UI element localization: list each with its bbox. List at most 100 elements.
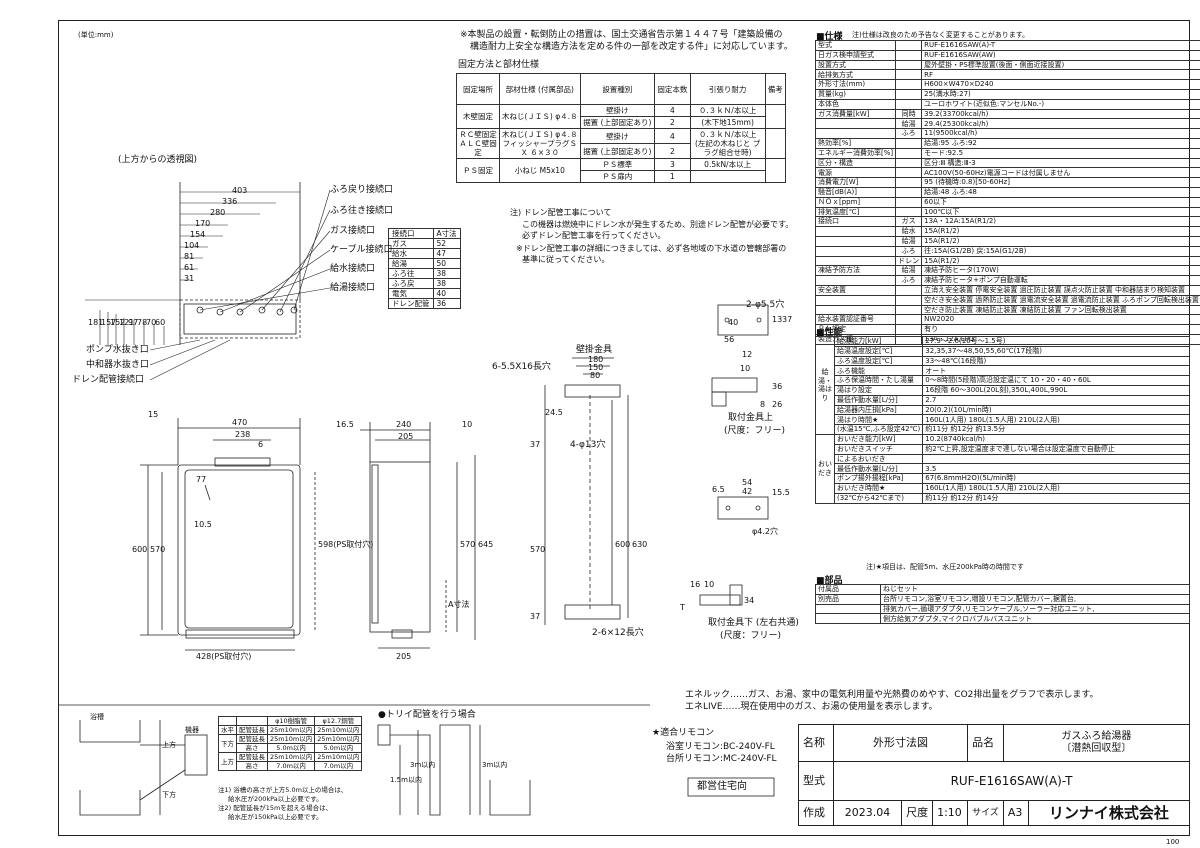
spec-value: 32,35,37～48,50,55,60℃(17段階)	[922, 345, 1190, 357]
spec-label	[815, 613, 881, 625]
spec-label	[814, 118, 897, 130]
bracket-label: 4-φ13穴	[570, 440, 606, 450]
spec-label: 設置方式	[814, 59, 897, 71]
spec-label: おいだきスイッチ	[833, 443, 924, 455]
spec-value: 約11分 約12分 約13.5分	[922, 424, 1190, 435]
product-value-line: 〔潜熱回収型〕	[1061, 743, 1132, 755]
spec-sublabel	[895, 40, 923, 51]
pipe-layout-drawing	[79, 720, 208, 816]
front-view-drawing	[140, 418, 316, 651]
dim-label: 10	[704, 580, 715, 589]
spec-label: おいだき時間★	[833, 482, 924, 494]
table-row: 給湯器内圧損[kPa]20(0.2)(10L/min時)	[816, 404, 1190, 416]
spec-sublabel: 給湯	[895, 235, 923, 247]
dim-label: 26	[772, 400, 783, 409]
spec-label	[814, 275, 897, 286]
dim-label: 121	[119, 318, 135, 327]
spec-value: 給湯:48 ふろ:48	[921, 186, 1200, 198]
dim-label: 403	[232, 186, 248, 195]
bracket-label: 壁掛金具	[576, 345, 613, 355]
table-row: ＮＯｘ[ppm]60以下	[814, 196, 1200, 208]
table-row: 空だき安全装置 過熱防止装置 過電流安全装置 過電流防止装置 ふろポンプ回転検出…	[814, 294, 1200, 306]
spec-label: 安全装置	[814, 284, 897, 296]
pipe-cell: 7.0m以内	[266, 761, 316, 771]
table-row: 排気カバー,循環アダプタ,リモコンケーブル,ソーラー対応ユニット,	[815, 603, 1190, 615]
table-row: 排気温度[℃]100℃以下	[814, 206, 1200, 218]
tank-label: 浴槽	[90, 713, 104, 721]
spec-label: ふろ機能	[833, 365, 924, 377]
spec-label: 型式	[814, 40, 897, 51]
spec-label: 区分・構造	[814, 157, 897, 169]
parts-table: 付属品ねじセット別売品台所リモコン,浴室リモコン,増設リモコン,配管カバー,据置…	[815, 584, 1190, 625]
fitting-label: 取付金具下 (左右共通)	[708, 618, 799, 628]
made-label: 作成	[798, 800, 834, 826]
parts-heading: ■部品	[816, 576, 843, 586]
pipe-header	[218, 716, 237, 726]
spec-value: モード:92.5	[921, 147, 1200, 159]
page-number: 100	[1166, 838, 1180, 846]
dim-label: 36	[772, 382, 783, 391]
spec-value: 20(0.2)(10L/min時)	[922, 404, 1190, 416]
spec-label	[814, 245, 897, 257]
table-row: 木壁固定 木ねじ(ＪＩＳ) φ４.８ 壁掛け 4 ０.３ｋＮ/本以上	[456, 104, 787, 129]
spec-sublabel	[895, 304, 923, 316]
dim-label: 8	[760, 400, 766, 409]
spec-value	[922, 453, 1190, 465]
spec-sublabel	[895, 98, 923, 110]
dim-label: 97	[128, 318, 139, 327]
side-view-drawing	[360, 422, 476, 649]
callout-cable: ケーブル接続口	[330, 245, 393, 255]
drain-note-4: ※ドレン配管工事の詳細につきましては、必ず各地域の下水道の管轄部署の	[516, 244, 787, 253]
dim-label: 336	[222, 197, 238, 206]
pipe-header: φ12.7銅管	[314, 716, 363, 726]
company-name: リンナイ株式会社	[1027, 800, 1191, 826]
table-row: 据置 (上部固定あり) 2 (木下地15mm)	[457, 116, 786, 129]
table-row: 質量(kg)25(満水時:27)	[814, 88, 1200, 100]
scale-label: 尺度	[901, 800, 934, 826]
spec-value: 約2℃上昇,設定温度まで達しない場合は設定温度で自動停止	[922, 443, 1190, 455]
bracket-label: 2-6×12長穴	[592, 628, 644, 638]
fix-table-header: 固定場所 部材仕様 (付属部品) 設置種別 固定本数 引張り耐力 備考	[456, 73, 787, 105]
perf-footnote: 注)★項目は、配管5m、水圧200kPa時の時間です	[866, 563, 1024, 571]
spec-value: 往:15A(G1/2B) 戻:15A(G1/2B)	[921, 245, 1200, 257]
size-value: A3	[1002, 800, 1029, 826]
dim-label: 10.5	[194, 520, 212, 529]
fix-header-cell: 備考	[764, 73, 787, 105]
spec-sublabel	[895, 79, 923, 90]
dim-label: 24.5	[545, 408, 563, 417]
pipe-cell: 25m10m以内	[314, 734, 363, 744]
spec-sublabel	[895, 88, 923, 100]
dim-label: 54	[742, 478, 753, 487]
spec-value: 16段階 60～300L(20L刻),350L,400L,990L	[922, 384, 1190, 396]
table-row: によるおいだき	[816, 453, 1190, 465]
install-notice-2: 構造耐力上安全な構造方法を定める件の一部を改定する件」に対応しています。	[470, 42, 793, 52]
callout-gas: ガス接続口	[330, 226, 376, 236]
spec-value: 側方給気アダプタ,マイクロバブルバスユニット	[880, 613, 1190, 625]
spec-value: 0～8時間(5段階)高沿設定温にて 10・20・40・60L	[922, 375, 1190, 386]
fix-cell: ＲＣ壁固定 ＡＬＣ壁固定	[456, 128, 500, 159]
dim-label: 630	[632, 540, 648, 549]
pipe-cell: 25m10m以内	[266, 734, 316, 744]
pipe-cell: 配管延長	[236, 752, 268, 762]
table-row: 設置方式屋外壁掛・PS標準設置(後面・側面近接設置)	[814, 59, 1200, 71]
name-label: 名称	[798, 723, 834, 763]
spec-label	[814, 235, 897, 247]
spec-label: (水温15℃,ふろ設定42℃)	[833, 424, 924, 435]
spec-sublabel	[895, 147, 923, 159]
spec-sublabel: 給湯	[895, 118, 923, 130]
pipe-cell: 上方	[218, 752, 237, 771]
dim-label: 31	[184, 274, 195, 283]
spec-value: 11(9500kcal/h)	[921, 128, 1200, 139]
trap-dim: 3m以内	[410, 761, 436, 769]
pipe-cell: 水平	[218, 725, 237, 735]
table-row: ＰＳ固定 小ねじ M5x10 ＰＳ標準 3 0.5kN/本以上	[456, 158, 787, 183]
pipe-cell: 7.0m以内	[314, 761, 363, 771]
spec-value: 凍結予防ヒータ+ポンプ自動運転	[921, 275, 1200, 286]
